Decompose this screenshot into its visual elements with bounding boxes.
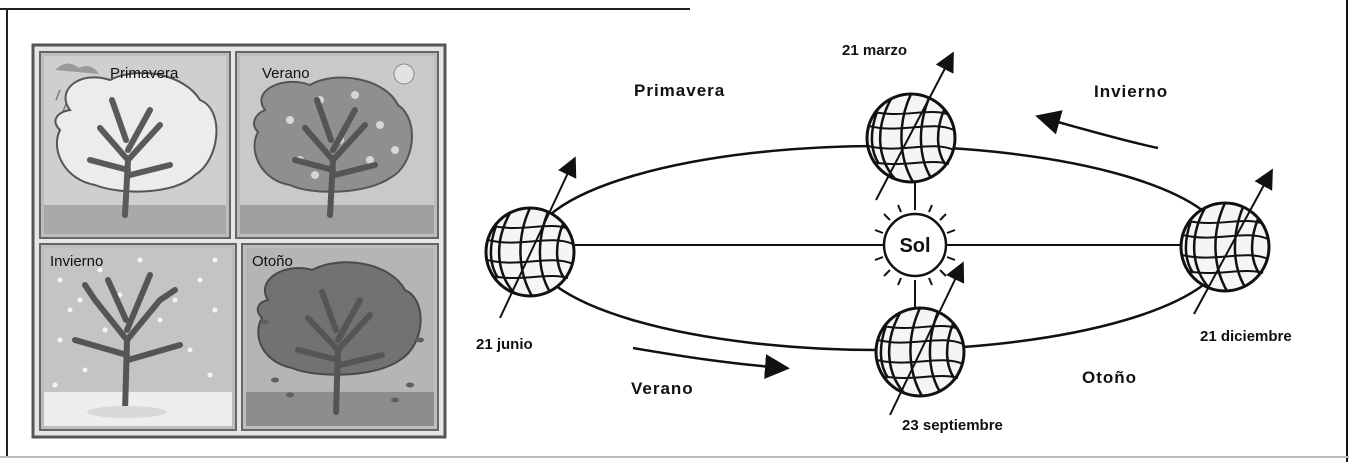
direction-arrow-bottom (632, 346, 790, 380)
earth-september (874, 261, 966, 416)
summer-trunk (292, 97, 378, 218)
date-label-september: 23 septiembre (902, 417, 1003, 434)
panel-spring: Primavera (39, 51, 231, 239)
earth-march (865, 51, 957, 201)
sun-rays-icon (871, 201, 959, 289)
orbit-path (529, 144, 1229, 352)
sun-label: Sol (899, 235, 930, 257)
date-label-march: 21 marzo (842, 42, 907, 59)
panel-label-winter: Invierno (50, 253, 103, 270)
earth-december (1179, 168, 1273, 315)
cloud-icon (55, 63, 99, 74)
orbit-diagram: Sol Primavera Invierno Verano Otoño 21 m… (476, 42, 1292, 434)
autumn-foliage (256, 261, 422, 376)
date-label-december: 21 diciembre (1200, 328, 1292, 345)
frame-top-line (0, 8, 690, 10)
direction-arrow-top (1035, 110, 1159, 150)
panel-label-spring: Primavera (110, 65, 179, 82)
panel-winter: Invierno (39, 243, 237, 431)
season-label-autumn: Otoño (1082, 368, 1137, 387)
earth-june (484, 156, 577, 319)
sun: Sol (871, 201, 959, 289)
winter-bare-tree (72, 272, 183, 415)
season-label-summer: Verano (631, 379, 694, 398)
season-panels: Primavera Verano (31, 43, 447, 439)
sun-icon (393, 63, 415, 85)
date-label-june: 21 junio (476, 336, 533, 353)
snowflakes (52, 257, 218, 388)
season-label-spring: Primavera (634, 81, 725, 100)
frame-right-line (1346, 0, 1348, 462)
panel-summer: Verano (235, 51, 439, 239)
spring-trunk (87, 97, 173, 218)
panel-label-summer: Verano (262, 65, 310, 82)
frame-bottom-line (0, 456, 1349, 458)
panel-autumn: Otoño (241, 243, 439, 431)
falling-leaves (261, 319, 424, 403)
panel-label-autumn: Otoño (252, 253, 293, 270)
season-label-winter: Invierno (1094, 82, 1168, 101)
frame-left-line (6, 8, 8, 456)
autumn-trunk (295, 289, 385, 415)
